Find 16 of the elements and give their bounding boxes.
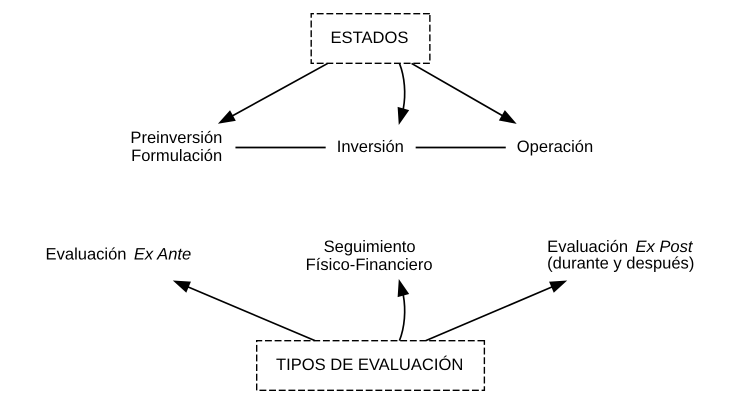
node-text: Evaluación Ex Post (durante y después) (547, 236, 694, 272)
connector (235, 146, 326, 148)
node-text: Inversión (336, 136, 404, 156)
node-box: TIPOS DE EVALUACIÓN (256, 340, 486, 392)
node-box: ESTADOS (310, 12, 431, 64)
arrow (398, 63, 410, 126)
arrow (172, 280, 316, 342)
connector (416, 146, 506, 148)
node-text: Operación (516, 136, 594, 156)
arrow (218, 62, 328, 124)
node-text: Seguimiento Físico-Financiero (306, 236, 433, 274)
arrow (426, 280, 568, 342)
node-text: Preinversión Formulación (130, 128, 222, 165)
arrow (398, 279, 410, 341)
node-text: Evaluación Ex Ante (46, 244, 192, 264)
arrow (411, 62, 517, 124)
